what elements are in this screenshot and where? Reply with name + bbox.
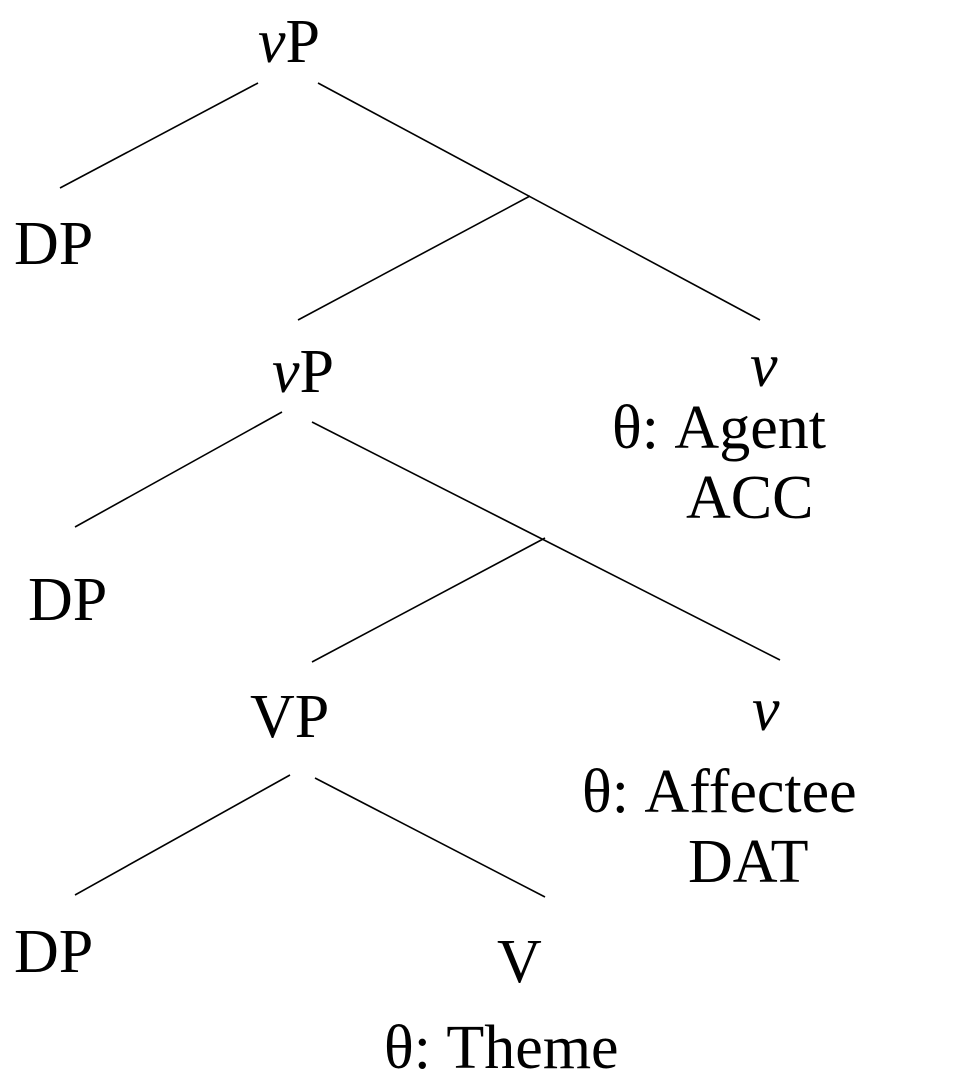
node-dp-top: DP [14,210,93,278]
node-verb-theta: θ: Theme [384,1014,619,1082]
node-v-top: v [750,332,778,400]
branch-vp-mid-to-dp-mid [74,411,283,528]
branch-vbar-mid-to-vp [311,537,546,663]
node-v-top-theta: θ: Agent [612,394,826,462]
branch-root-to-dp-top [59,82,259,189]
node-dp-mid: DP [28,566,107,634]
node-verb: V [497,928,542,996]
tree-branches [59,82,781,898]
branch-vp-to-dp-low [74,774,291,896]
node-root-vP: vP [258,8,320,76]
branch-vbar-top-to-vp-mid [297,195,531,321]
node-dp-low: DP [14,918,93,986]
node-vp: VP [250,683,329,751]
node-vP-mid-label: P [300,338,334,406]
node-root-head: v [258,8,286,76]
branch-root-to-vbar-top [317,82,761,321]
branch-vp-to-verb [314,777,546,898]
node-v-top-case: ACC [686,464,813,532]
node-v-mid-case: DAT [688,828,809,896]
node-v-mid: v [752,676,780,744]
node-v-mid-theta: θ: Affectee [582,758,857,826]
node-vP-mid-head: v [272,338,300,406]
node-vP-mid: vP [272,338,334,406]
branch-vp-mid-to-vbar-mid [311,421,781,661]
node-root-label: P [286,8,320,76]
